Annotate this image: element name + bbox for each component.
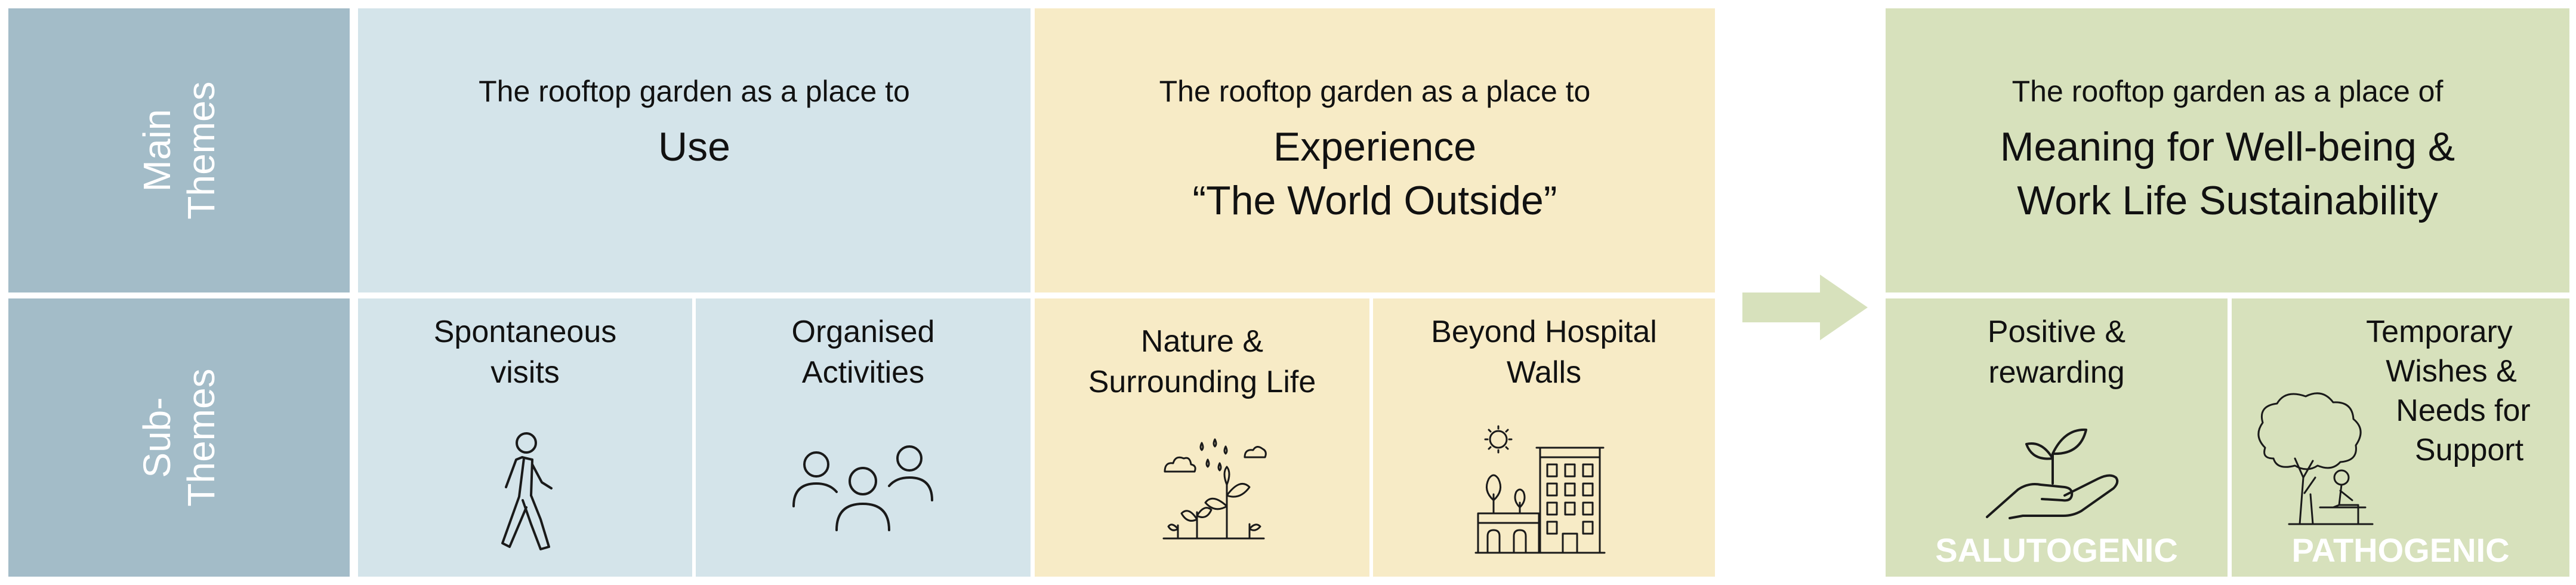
sub-theme-line: Nature & <box>1140 324 1264 359</box>
sub-theme-line: Temporary <box>2366 315 2513 349</box>
sub-theme-line: Wishes & <box>2386 354 2517 389</box>
main-theme-experience-title-line1: Experience <box>1273 124 1477 170</box>
sub-theme-line: Organised <box>791 315 935 349</box>
main-theme-use: The rooftop garden as a place to Use <box>358 8 1031 292</box>
sub-theme-line: Positive & <box>1987 315 2126 349</box>
right-arrow-icon <box>1742 275 1868 340</box>
sub-themes-text: Sub- Themes <box>135 368 223 507</box>
main-theme-use-title: Use <box>658 124 730 170</box>
main-theme-experience-title-line2: “The World Outside” <box>1192 178 1557 223</box>
main-themes-label-box: Main Themes <box>8 8 350 292</box>
sub-theme-line: Beyond Hospital <box>1431 315 1657 349</box>
sub-theme-line: visits <box>490 355 560 390</box>
main-themes-label: Main Themes <box>135 43 223 258</box>
sub-theme-line: Activities <box>801 355 925 390</box>
main-theme-use-lead: The rooftop garden as a place to <box>479 75 910 108</box>
main-theme-experience-lead: The rooftop garden as a place to <box>1159 75 1591 108</box>
pathogenic-label: PATHOGENIC <box>2291 531 2510 569</box>
sub-theme-positive-rewarding: Positive & rewarding SALUTOGENIC <box>1886 298 2228 577</box>
main-theme-experience: The rooftop garden as a place to Experie… <box>1035 8 1715 292</box>
sub-themes-label-box: Sub- Themes <box>8 298 350 577</box>
sub-theme-temporary-wishes-needs: Temporary Wishes & Needs for Support PAT… <box>2232 298 2569 577</box>
hand-sprout-icon <box>1975 412 2130 519</box>
sub-theme-line: Spontaneous <box>433 315 617 349</box>
city-building-icon <box>1474 424 1606 555</box>
main-theme-meaning-lead: The rooftop garden as a place of <box>2012 75 2444 108</box>
sub-theme-nature-surrounding-life: Nature & Surrounding Life <box>1035 298 1369 577</box>
group-people-icon <box>791 442 934 531</box>
sub-theme-line: Surrounding Life <box>1088 365 1316 399</box>
main-themes-text: Main Themes <box>135 81 223 220</box>
sub-theme-line: Needs for <box>2396 393 2531 428</box>
main-theme-meaning-title-line1: Meaning for Well-being & <box>2000 124 2455 170</box>
sub-theme-line: Support <box>2414 433 2524 467</box>
main-theme-meaning: The rooftop garden as a place of Meaning… <box>1886 8 2569 292</box>
walking-person-icon <box>489 430 561 555</box>
sub-theme-line: Walls <box>1506 355 1582 390</box>
sub-theme-beyond-hospital-walls: Beyond Hospital Walls <box>1373 298 1715 577</box>
main-theme-meaning-title-line2: Work Life Sustainability <box>2017 178 2438 223</box>
sub-theme-spontaneous-visits: Spontaneous visits <box>358 298 692 577</box>
sub-theme-organised-activities: Organised Activities <box>696 298 1031 577</box>
plants-rain-icon <box>1160 436 1267 543</box>
sub-theme-line: rewarding <box>1988 355 2125 390</box>
sub-themes-label: Sub- Themes <box>135 348 223 527</box>
salutogenic-label: SALUTOGENIC <box>1935 531 2178 569</box>
tree-sitting-person-icon <box>2253 388 2373 525</box>
